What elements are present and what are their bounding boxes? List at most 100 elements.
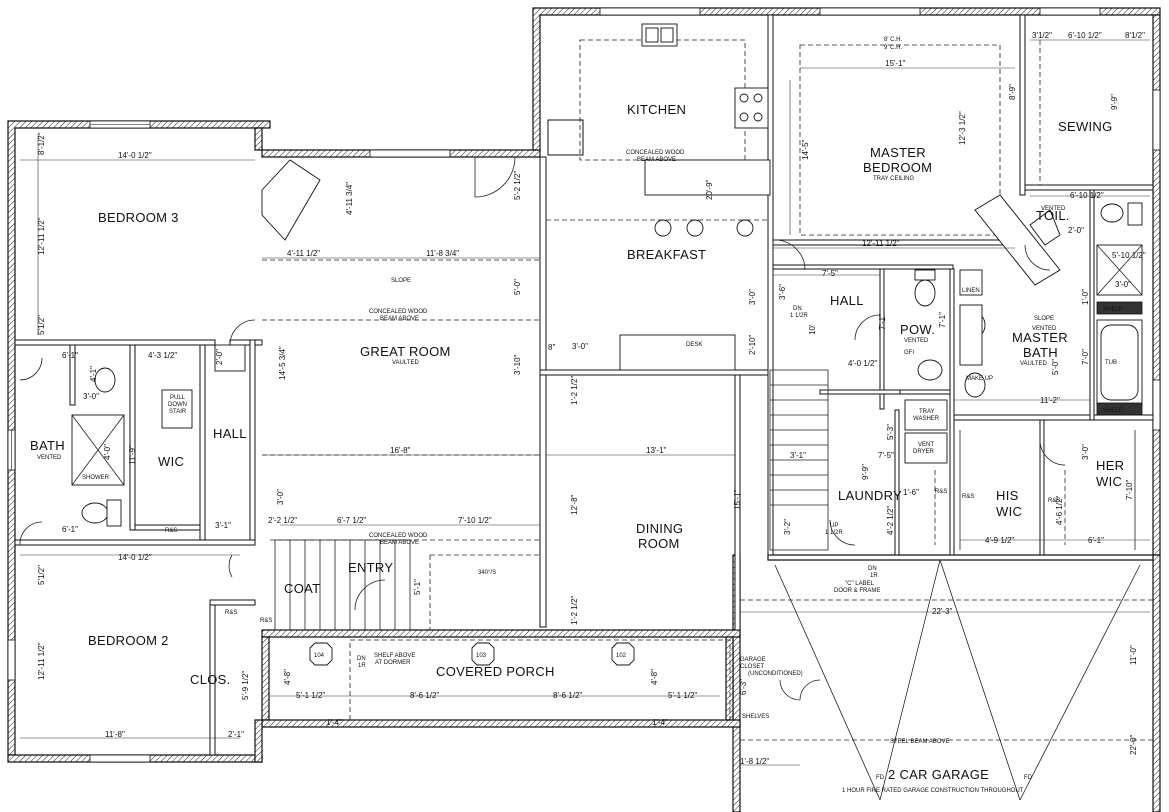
room-bedroom3: BEDROOM 3 <box>98 210 179 225</box>
dim-great-h2: 8" <box>548 343 555 352</box>
room-laundry: LAUNDRY <box>838 488 902 503</box>
note-beam-great-2: BEAM ABOVE <box>380 316 419 322</box>
note-shelf-1: SHELF <box>1103 307 1123 313</box>
dim-kitchen-a: 20'-9" <box>705 179 714 200</box>
room-sewing: SEWING <box>1058 119 1113 134</box>
dim-garage-c: 1'-8 1/2" <box>740 757 769 766</box>
dim-mbath-b: 5'-0" <box>1051 359 1060 375</box>
note-angle: 340°/S <box>478 570 496 576</box>
note-garage-closet-2: CLOSET <box>740 664 764 670</box>
dim-kitchen-c: 3'-0" <box>748 289 757 305</box>
dim-bed2-h: 12'-11 1/2" <box>37 642 46 680</box>
note-beam-kitchen-1: CONCEALED WOOD <box>626 150 685 156</box>
dim-her-b: 7'-10" <box>1125 479 1134 500</box>
windows <box>7 7 1161 763</box>
dim-mb-e: 12'-11 1/2" <box>862 239 900 248</box>
note-shelves: SHELVES <box>742 714 769 720</box>
dim-entry-b: 7'-10 1/2" <box>458 516 492 525</box>
garage-door-lines <box>774 559 1141 801</box>
note-tray-washer-2: WASHER <box>913 416 940 422</box>
dim-toil-w: 6'-10 1/2" <box>1070 191 1104 200</box>
room-breakfast: BREAKFAST <box>627 247 706 262</box>
column-103: 103 <box>476 653 487 659</box>
note-pull-down-1: PULL <box>170 395 186 401</box>
dim-sew-b: 8'1/2" <box>1125 31 1145 40</box>
note-slope-great: SLOPE <box>391 278 411 284</box>
dim-garage-a: 11'-0" <box>1129 645 1138 665</box>
room-great-room-sub: VAULTED <box>392 360 419 366</box>
room-master-bath: MASTER <box>1012 330 1068 345</box>
dim-laundry-d: 1'-6" <box>903 488 919 497</box>
dim-porch-c: 8'-6 1/2" <box>553 691 582 700</box>
dim-great-f: 3'-10" <box>513 354 522 375</box>
dimension-labels: 14'-0 1/2" 12'-11 1/2" 8'-1/2" 5'1/2" 4'… <box>37 31 1146 766</box>
note-dn-hall-2: 1 1/2R <box>790 313 808 319</box>
room-great-room: GREAT ROOM <box>360 344 451 359</box>
note-fd-1: FD <box>876 775 885 781</box>
note-dn-porch-1: DN <box>357 656 366 662</box>
dim-wic-a: 11'-9" <box>128 445 137 465</box>
dim-laundry-e: 4'-2 1/2" <box>886 506 895 535</box>
note-vent-dryer-2: DRYER <box>913 449 935 455</box>
note-tub: TUB <box>1105 360 1117 366</box>
dim-wic-b: 3'-1" <box>215 521 231 530</box>
note-dn-hall-1: DN <box>793 306 802 312</box>
dim-toil-a: 2'-0" <box>1068 226 1084 235</box>
dim-pow-b: 7'-1" <box>878 314 887 330</box>
dim-his-a: 4'-9 1/2" <box>985 536 1014 545</box>
dim-porch-b: 8'-6 1/2" <box>410 691 439 700</box>
dim-great-a: 4'-11 1/2" <box>287 249 320 258</box>
note-beam-kitchen-2: BEAM ABOVE <box>637 157 676 163</box>
note-make-up: MAKE UP <box>966 376 993 382</box>
note-fd-2: FD <box>1024 775 1033 781</box>
dim-great-h: 14'-5 3/4" <box>278 346 287 380</box>
dim-entry-a: 6'-7 1/2" <box>337 516 366 525</box>
room-bedroom2: BEDROOM 2 <box>88 633 169 648</box>
dim-entry-e: 3'-1" <box>790 451 806 460</box>
note-rs-1: R&S <box>165 528 177 534</box>
note-dn-porch-2: 1R <box>358 663 366 669</box>
room-bath-sub: VENTED <box>37 455 62 461</box>
room-master-bedroom-2: BEDROOM <box>863 160 932 175</box>
dim-laundry-b: 7'-5" <box>878 451 894 460</box>
note-label-door-2: DOOR & FRAME <box>834 588 880 594</box>
dim-garage-d: 3'-2" <box>783 519 792 535</box>
note-rs-2: R&S <box>225 610 237 616</box>
door-swings <box>19 156 1066 701</box>
room-her-wic-2: WIC <box>1096 474 1122 489</box>
dim-great-e: 5'-0" <box>513 279 522 295</box>
plan-notes: CONCEALED WOOD BEAM ABOVE CONCEALED WOOD… <box>82 37 1123 781</box>
note-slope-bath: SLOPE <box>1034 316 1054 322</box>
dim-garage-e: 6'-3" <box>739 679 748 695</box>
room-toil: TOIL. <box>1036 208 1070 223</box>
dim-her-a: 3'-0" <box>1081 444 1090 460</box>
dim-pow-c: 7'-1" <box>938 312 947 328</box>
dim-dining-w: 13'-1" <box>646 446 667 455</box>
dim-garage-b: 22'-0" <box>1129 734 1138 755</box>
room-hall-left: HALL <box>213 426 247 441</box>
note-beam-great-1: CONCEALED WOOD <box>369 309 428 315</box>
note-shelf-above-2: AT DORMER <box>375 660 411 666</box>
note-rs-3: R&S <box>260 618 272 624</box>
note-up-2: 1 1/2R <box>825 530 843 536</box>
note-dn-garage-1: DN <box>868 566 877 572</box>
dim-mbath-a: 5'-10 1/2" <box>1112 251 1146 260</box>
dim-porch-d: 5'-1 1/2" <box>668 691 697 700</box>
dim-bed3-h: 12'-11 1/2" <box>37 217 46 255</box>
room-dining-1: DINING <box>636 521 683 536</box>
note-rs-5: R&S <box>962 494 974 500</box>
dim-hall-b: 3'-6" <box>778 284 787 300</box>
dim-great-d: 5'-2 1/2" <box>513 171 522 200</box>
note-beam-entry-1: CONCEALED WOOD <box>369 533 428 539</box>
dim-bath-f: 5'1/2" <box>37 565 46 585</box>
note-beam-entry-2: BEAM ABOVE <box>380 540 419 546</box>
dim-great-c: 4'-11 3/4" <box>345 182 354 215</box>
dim-hall-c: 10' <box>808 324 817 335</box>
room-dining-2: ROOM <box>638 536 680 551</box>
dim-bath-b: 6'-1" <box>62 525 78 534</box>
note-label-door-1: "C" LABEL <box>845 581 875 587</box>
note-ch-1: 8' C.H. <box>884 37 902 43</box>
room-coat: COAT <box>284 581 320 596</box>
dim-kitchen-d: 2'-10" <box>748 334 757 355</box>
room-master-bath-sub: VAULTED <box>1020 361 1047 367</box>
